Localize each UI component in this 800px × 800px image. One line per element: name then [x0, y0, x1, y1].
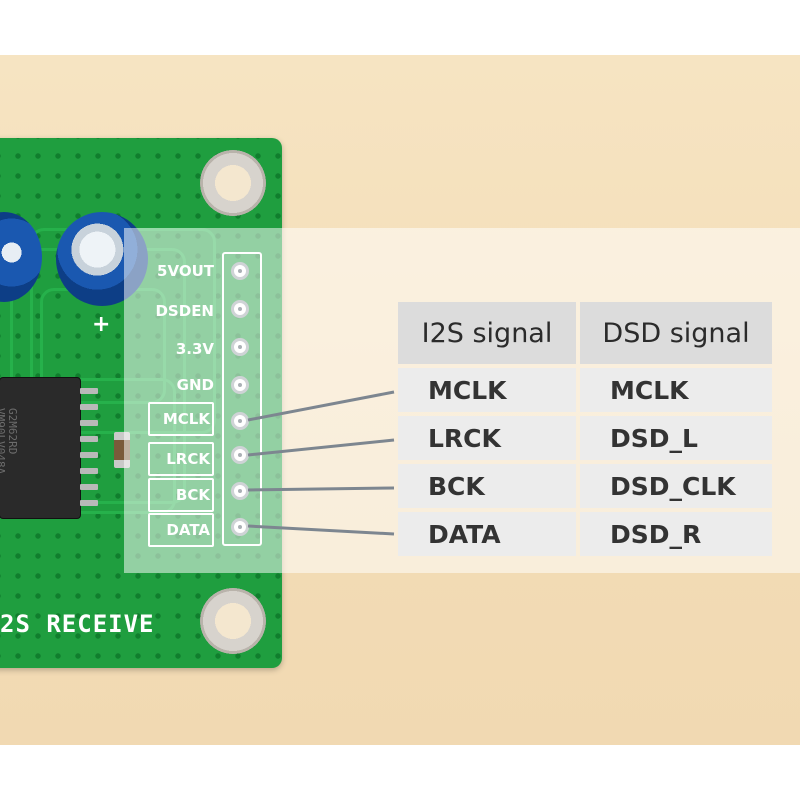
table-cell: DSD_L [580, 416, 772, 460]
pin-pad [231, 338, 249, 356]
table-cell: MCLK [580, 368, 772, 412]
ic-pin [80, 420, 98, 426]
pin-pad [231, 376, 249, 394]
pin-box-bck [148, 478, 214, 512]
pin-pad [231, 300, 249, 318]
pin-pad [231, 412, 249, 430]
ic-pin [80, 404, 98, 410]
pin-header [222, 252, 262, 546]
table-cell: DSD_R [580, 512, 772, 556]
pin-label-dsden: DSDEN [155, 302, 214, 320]
polarity-mark: + [92, 312, 111, 337]
table-cell: DATA [398, 512, 576, 556]
ic-pin [80, 388, 98, 394]
pin-label-bck: BCK [175, 486, 210, 504]
ic-pin [80, 436, 98, 442]
table-header-dsd: DSD signal [580, 302, 772, 364]
pin-box-lrck [148, 442, 214, 476]
pin-box-data [148, 513, 214, 547]
connector-line-data [247, 524, 395, 536]
pin-pad [231, 262, 249, 280]
connector-line-mclk [247, 390, 395, 422]
ic-pin [80, 452, 98, 458]
pin-label-gnd: GND [176, 376, 214, 394]
connector-line-lrck [247, 438, 395, 457]
pin-label-lrck: LRCK [166, 450, 210, 468]
pin-label-5vout: 5VOUT [157, 262, 214, 280]
pin-label-mclk: MCLK [162, 410, 210, 428]
table-cell: BCK [398, 464, 576, 508]
table-cell: MCLK [398, 368, 576, 412]
connector-line-bck [247, 486, 395, 492]
table-cell: DSD_CLK [580, 464, 772, 508]
mounting-hole-top [200, 150, 266, 216]
pin-pad [231, 482, 249, 500]
ic-pin [80, 484, 98, 490]
board-silkscreen-text: 2S RECEIVE [0, 610, 155, 638]
mounting-hole-bottom [200, 588, 266, 654]
pin-label-3v3: 3.3V [175, 340, 214, 358]
table-cell: LRCK [398, 416, 576, 460]
pin-pad [231, 446, 249, 464]
ic-pin [80, 468, 98, 474]
pin-pad [231, 518, 249, 536]
ic-pin [80, 500, 98, 506]
pin-box-mclk [148, 402, 214, 436]
table-header-i2s: I2S signal [398, 302, 576, 364]
pin-label-data: DATA [166, 521, 210, 539]
